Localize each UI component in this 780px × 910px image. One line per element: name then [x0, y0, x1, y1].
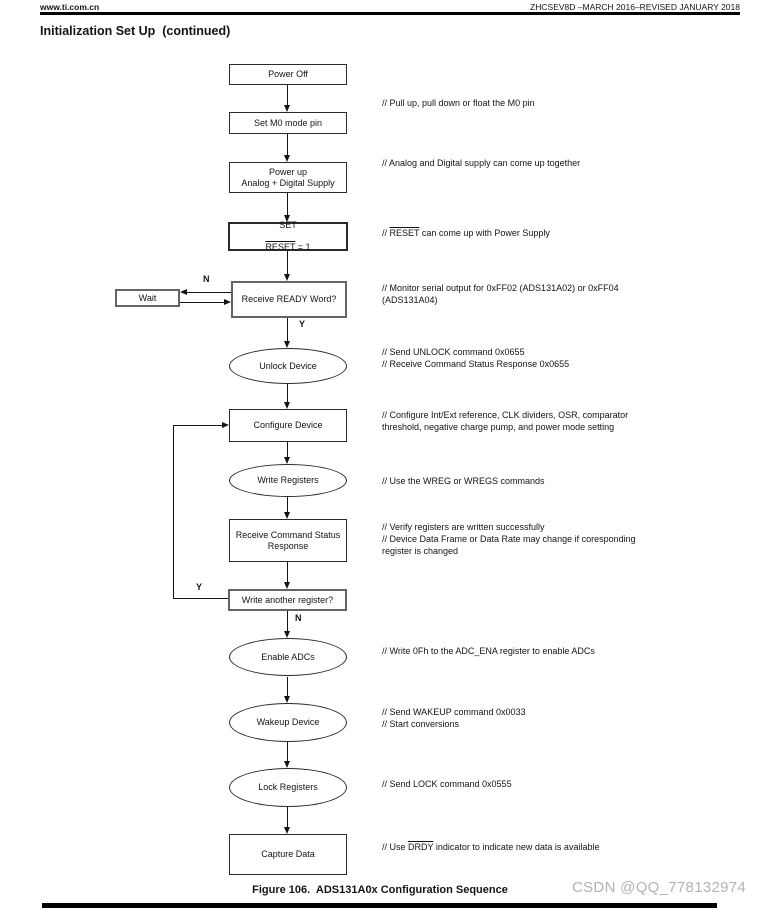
csdn-watermark: CSDN @QQ_778132974 — [572, 879, 747, 896]
connector-line — [287, 251, 289, 274]
node-label: Receive Command Status Response — [235, 529, 341, 551]
node-label: SET RESET = 1 — [265, 220, 311, 252]
node-configure-device: Configure Device — [229, 409, 347, 442]
arrow-left-icon — [180, 289, 187, 295]
node-label: Configure Device — [253, 420, 323, 430]
node-label: Power Off — [268, 69, 308, 79]
node-lock-registers: Lock Registers — [229, 768, 347, 807]
overlined-drdy: DRDY — [408, 842, 434, 852]
arrow-down-icon — [284, 341, 290, 348]
node-label: Wait — [138, 292, 157, 303]
comment-drdy: // Use DRDY indicator to indicate new da… — [382, 842, 600, 852]
connector-line — [287, 193, 289, 215]
arrow-down-icon — [284, 761, 290, 768]
arrow-down-icon — [284, 155, 290, 162]
header-doc-number: ZHCSEV8D –MARCH 2016–REVISED JANUARY 201… — [530, 2, 740, 12]
arrow-down-icon — [284, 582, 290, 589]
node-label: Lock Registers — [258, 782, 318, 792]
node-label: Set M0 mode pin — [253, 117, 323, 128]
arrow-down-icon — [284, 512, 290, 519]
node-label: Power up Analog + Digital Supply — [241, 166, 335, 188]
comment-configure: // Configure Int/Ext reference, CLK divi… — [382, 410, 629, 432]
connector-line — [287, 611, 289, 631]
node-enable-adcs: Enable ADCs — [229, 638, 347, 676]
comment-lock: // Send LOCK command 0x0555 — [382, 779, 512, 789]
node-write-registers: Write Registers — [229, 464, 347, 497]
connector-line — [174, 425, 222, 427]
connector-line — [287, 562, 289, 582]
connector-line — [287, 85, 289, 105]
node-label: Write another register? — [241, 594, 334, 605]
connector-line — [187, 292, 231, 294]
node-label: Capture Data — [261, 849, 315, 859]
connector-line — [287, 497, 289, 512]
node-power-up-supply: Power up Analog + Digital Supply — [229, 162, 347, 193]
node-set-reset: SET RESET = 1 — [228, 220, 348, 252]
node-label: Write Registers — [257, 475, 319, 485]
connector-line — [287, 318, 289, 341]
comment-ready-word: // Monitor serial output for 0xFF02 (ADS… — [382, 283, 619, 305]
node-write-another-register: Write another register? — [228, 589, 347, 611]
arrow-down-icon — [284, 457, 290, 464]
branch-label-y: Y — [196, 582, 203, 592]
node-label: Receive READY Word? — [241, 294, 337, 304]
node-set-m0-mode-pin: Set M0 mode pin — [229, 112, 347, 134]
connector-line — [287, 134, 289, 155]
node-label: Wakeup Device — [256, 717, 320, 727]
header-site-url: www.ti.com.cn — [40, 2, 100, 12]
node-receive-ready-word: Receive READY Word? — [231, 281, 347, 318]
node-receive-command-status: Receive Command Status Response — [229, 519, 347, 562]
comment-unlock: // Send UNLOCK command 0x0655 // Receive… — [382, 347, 570, 369]
branch-label-n: N — [203, 274, 210, 284]
arrow-down-icon — [284, 402, 290, 409]
comment-wreg: // Use the WREG or WREGS commands — [382, 476, 545, 486]
node-wakeup-device: Wakeup Device — [229, 703, 347, 742]
arrow-right-icon — [224, 299, 231, 305]
node-label: Unlock Device — [259, 360, 317, 371]
arrow-down-icon — [284, 105, 290, 112]
figure-caption: Figure 106. ADS131A0x Configuration Sequ… — [252, 884, 508, 896]
branch-label-n: N — [295, 613, 302, 623]
arrow-down-icon — [284, 631, 290, 638]
arrow-down-icon — [284, 215, 290, 222]
comment-verify-registers: // Verify registers are written successf… — [382, 522, 636, 556]
section-title: Initialization Set Up (continued) — [40, 24, 231, 38]
node-unlock-device: Unlock Device — [229, 348, 347, 384]
arrow-down-icon — [284, 827, 290, 834]
node-wait: Wait — [115, 289, 180, 307]
arrow-right-icon — [222, 422, 229, 428]
comment-adc-ena: // Write 0Fh to the ADC_ENA register to … — [382, 646, 595, 656]
page-bottom-rule — [42, 903, 717, 908]
comment-reset: // RESET can come up with Power Supply — [382, 228, 550, 238]
node-power-off: Power Off — [229, 64, 347, 85]
header-rule — [40, 12, 740, 15]
comment-supply: // Analog and Digital supply can come up… — [382, 158, 581, 168]
comment-m0-pin: // Pull up, pull down or float the M0 pi… — [382, 98, 535, 108]
branch-label-y: Y — [299, 319, 306, 329]
connector-line — [173, 598, 228, 600]
connector-line — [287, 442, 289, 457]
overlined-reset: RESET — [389, 228, 420, 238]
connector-line — [180, 302, 224, 304]
node-capture-data: Capture Data — [229, 834, 347, 875]
connector-line — [287, 742, 289, 761]
node-label: Enable ADCs — [261, 651, 315, 662]
connector-line — [287, 677, 289, 696]
connector-line — [173, 425, 175, 599]
overlined-reset: RESET — [265, 242, 296, 252]
connector-line — [287, 807, 289, 827]
arrow-down-icon — [284, 696, 290, 703]
comment-wakeup: // Send WAKEUP command 0x0033 // Start c… — [382, 707, 526, 729]
connector-line — [287, 384, 289, 402]
arrow-down-icon — [284, 274, 290, 281]
